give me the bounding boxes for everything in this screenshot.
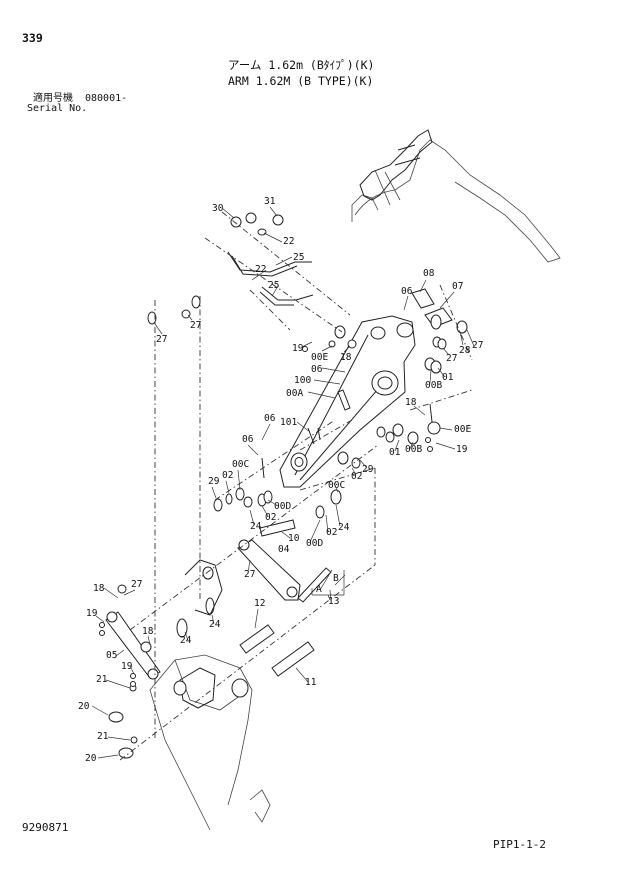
callout-01: 01 bbox=[442, 372, 454, 383]
callout-18: 18 bbox=[340, 352, 352, 363]
callout-24: 24 bbox=[338, 522, 350, 533]
drawing-number: 9290871 bbox=[22, 821, 69, 834]
callout-27: 27 bbox=[472, 340, 483, 351]
page-code: PIP1-1-2 bbox=[493, 838, 546, 851]
callout-00D: 00D bbox=[274, 501, 291, 512]
callout-20: 20 bbox=[85, 753, 97, 764]
callout-02: 02 bbox=[351, 471, 362, 482]
callout-00E: 00E bbox=[311, 352, 328, 363]
callout-02: 02 bbox=[326, 527, 337, 538]
callout-B: B bbox=[333, 573, 339, 584]
callout-25: 25 bbox=[268, 280, 279, 291]
callout-00A: 00A bbox=[286, 388, 303, 399]
callout-20: 20 bbox=[78, 701, 90, 712]
callout-100: 100 bbox=[294, 375, 311, 386]
callout-13: 13 bbox=[328, 596, 339, 607]
serial-value: 080001- bbox=[85, 93, 128, 104]
callout-31: 31 bbox=[264, 196, 276, 207]
callout-00C: 00C bbox=[232, 459, 249, 470]
callout-22: 22 bbox=[283, 236, 294, 247]
callout-05: 05 bbox=[106, 650, 117, 661]
callout-27: 27 bbox=[446, 353, 457, 364]
callout-21: 21 bbox=[96, 674, 108, 685]
callout-27: 27 bbox=[244, 569, 255, 580]
pins-right bbox=[328, 288, 468, 445]
callout-06: 06 bbox=[401, 286, 413, 297]
callout-04: 04 bbox=[278, 544, 290, 555]
arm-main-body bbox=[279, 315, 416, 488]
callout-24: 24 bbox=[209, 619, 221, 630]
callout-00C: 00C bbox=[328, 480, 345, 491]
callout-22: 22 bbox=[255, 264, 266, 275]
callout-24: 24 bbox=[180, 635, 192, 646]
callout-11: 11 bbox=[305, 677, 317, 688]
serial-label-english: Serial No. bbox=[27, 103, 88, 114]
callout-101: 101 bbox=[280, 417, 297, 428]
callout-28: 28 bbox=[459, 345, 471, 356]
callout-A: A bbox=[316, 584, 322, 595]
title-japanese: アーム 1.62m (Bﾀｲﾌﾟ)(K) bbox=[228, 58, 375, 72]
callout-19: 19 bbox=[456, 444, 468, 455]
callout-02: 02 bbox=[265, 512, 276, 523]
serial-label-japanese: 適用号機 bbox=[33, 93, 73, 104]
callout-02: 02 bbox=[222, 470, 233, 481]
callout-29: 29 bbox=[362, 464, 374, 475]
page-number: 339 bbox=[22, 31, 43, 45]
title-english: ARM 1.62M (B TYPE)(K) bbox=[228, 74, 374, 88]
pins-bottom bbox=[108, 624, 315, 759]
callout-18: 18 bbox=[142, 626, 154, 637]
callout-24: 24 bbox=[250, 521, 262, 532]
bolts bbox=[99, 346, 433, 687]
callout-27: 27 bbox=[190, 320, 201, 331]
callout-21: 21 bbox=[97, 731, 109, 742]
callout-27: 27 bbox=[131, 579, 142, 590]
callout-00E: 00E bbox=[454, 424, 471, 435]
callout-06: 06 bbox=[242, 434, 254, 445]
callout-25: 25 bbox=[293, 252, 304, 263]
callout-29: 29 bbox=[208, 476, 220, 487]
callout-08: 08 bbox=[423, 268, 435, 279]
leader-lines bbox=[91, 206, 475, 759]
callout-18: 18 bbox=[93, 583, 105, 594]
callout-19: 19 bbox=[86, 608, 98, 619]
callout-18: 18 bbox=[405, 397, 417, 408]
hoses bbox=[147, 212, 314, 325]
callout-00D: 00D bbox=[306, 538, 323, 549]
callout-06: 06 bbox=[264, 413, 276, 424]
callout-00B: 00B bbox=[405, 444, 422, 455]
callout-01: 01 bbox=[389, 447, 401, 458]
callout-19: 19 bbox=[121, 661, 133, 672]
callout-19: 19 bbox=[292, 343, 304, 354]
inset-machine-sketch bbox=[351, 129, 561, 263]
callout-12: 12 bbox=[254, 598, 265, 609]
links-left bbox=[105, 451, 361, 680]
callout-30: 30 bbox=[212, 203, 224, 214]
callout-27: 27 bbox=[156, 334, 167, 345]
dimension-bracket bbox=[311, 570, 345, 601]
assembly-lines bbox=[119, 211, 473, 761]
callout-06: 06 bbox=[311, 364, 323, 375]
callout-07: 07 bbox=[452, 281, 463, 292]
callout-10: 10 bbox=[288, 533, 300, 544]
callout-00B: 00B bbox=[425, 380, 442, 391]
callouts: 30 31 22 25 22 25 27 27 08 06 07 19 00E … bbox=[78, 196, 483, 764]
